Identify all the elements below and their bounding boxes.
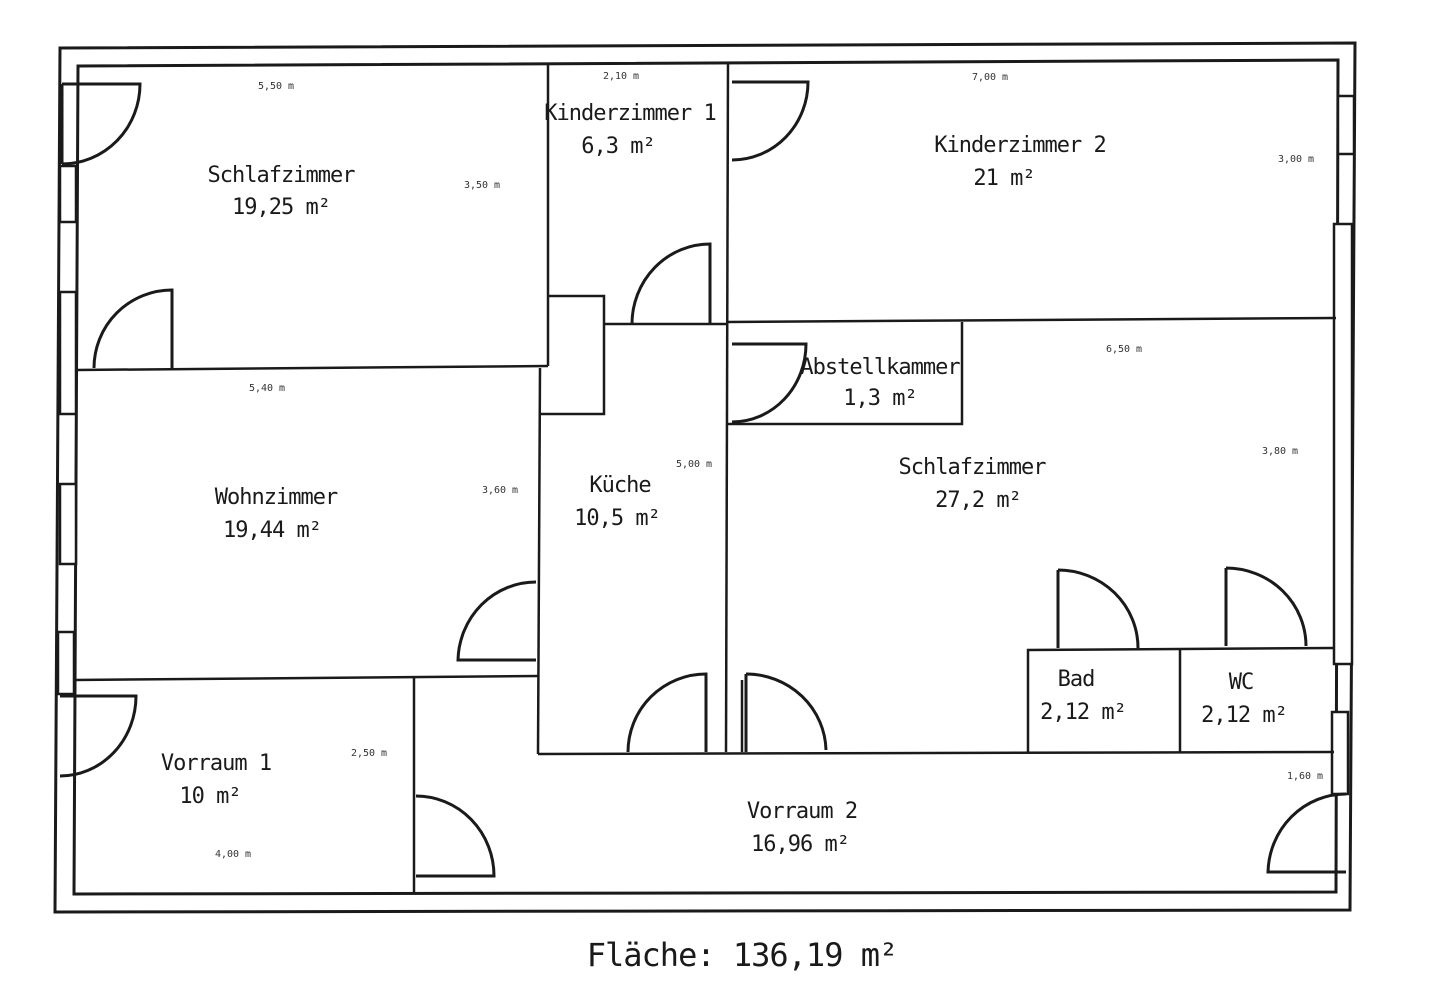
dimension-label: 3,00 m — [1278, 154, 1314, 165]
outer-walls — [53, 41, 1357, 914]
total-area: Fläche: 136,19 m² — [587, 936, 898, 974]
room-name: Schlafzimmer — [208, 163, 356, 188]
window — [56, 630, 76, 696]
room-area: 19,44 m² — [223, 518, 321, 543]
door — [415, 794, 496, 878]
interior-walls — [73, 61, 1337, 892]
window — [1330, 710, 1350, 796]
door — [630, 242, 712, 325]
room-vorraum-1: Vorraum 1 10 m² 4,00 m 2,50 m — [161, 748, 387, 860]
window — [1336, 94, 1356, 156]
dimension-label: 5,50 m — [258, 81, 294, 92]
room-wc: WC 2,12 m² — [1201, 670, 1288, 728]
dimension-label: 2,50 m — [351, 748, 387, 759]
window — [58, 164, 78, 224]
room-bad: Bad 2,12 m² — [1040, 667, 1127, 725]
dimension-label: 7,00 m — [972, 72, 1008, 83]
room-area: 19,25 m² — [232, 195, 330, 220]
room-area: 6,3 m² — [581, 134, 654, 159]
room-area: 2,12 m² — [1201, 703, 1287, 728]
room-name: WC — [1229, 670, 1254, 695]
room-name: Küche — [589, 473, 650, 498]
door — [60, 82, 142, 166]
room-wohnzimmer: Wohnzimmer 19,44 m² 5,40 m 3,60 m — [215, 383, 518, 543]
room-name: Kinderzimmer 2 — [934, 133, 1105, 158]
room-name: Kinderzimmer 1 — [544, 101, 715, 126]
room-schlafzimmer-1: Schlafzimmer 19,25 m² 5,50 m 3,50 m — [208, 81, 501, 220]
dimension-label: 2,10 m — [603, 71, 639, 82]
window — [1332, 222, 1354, 666]
door — [626, 672, 708, 753]
room-kueche: Küche 10,5 m² 5,00 m — [574, 459, 712, 531]
door — [744, 672, 828, 752]
room-area: 2,12 m² — [1040, 700, 1126, 725]
room-abstellkammer: Abstellkammer 1,3 m² — [800, 355, 961, 411]
room-area: 21 m² — [973, 166, 1034, 191]
window — [58, 290, 78, 416]
door — [1266, 792, 1347, 874]
left-windows — [56, 164, 78, 696]
dimension-label: 6,50 m — [1106, 344, 1142, 355]
door — [731, 342, 808, 424]
room-area: 16,96 m² — [751, 832, 849, 857]
room-area: 10,5 m² — [574, 506, 660, 531]
window — [58, 482, 78, 566]
doors — [59, 80, 1347, 878]
room-area: 10 m² — [179, 784, 240, 809]
room-name: Schlafzimmer — [899, 455, 1047, 480]
dimension-label: 5,00 m — [676, 459, 712, 470]
door — [1224, 566, 1308, 647]
room-kinderzimmer-2: Kinderzimmer 2 21 m² 7,00 m 3,00 m — [934, 72, 1314, 191]
room-name: Abstellkammer — [800, 355, 960, 380]
dimension-label: 3,50 m — [464, 180, 500, 191]
door — [456, 580, 537, 662]
room-area: 27,2 m² — [935, 488, 1021, 513]
room-area: 1,3 m² — [843, 386, 916, 411]
door — [59, 694, 138, 778]
room-name: Vorraum 1 — [161, 751, 271, 776]
room-name: Bad — [1058, 667, 1095, 692]
dimension-label: 3,60 m — [482, 485, 518, 496]
room-kinderzimmer-1: Kinderzimmer 1 6,3 m² 2,10 m — [544, 71, 716, 159]
room-name: Wohnzimmer — [215, 485, 338, 510]
dimension-label: 4,00 m — [215, 849, 251, 860]
right-windows — [1330, 94, 1356, 796]
door — [731, 80, 810, 162]
dimension-label: 3,80 m — [1262, 446, 1298, 457]
room-schlafzimmer-2: Schlafzimmer 27,2 m² 6,50 m 3,80 m — [899, 344, 1299, 513]
door — [1056, 568, 1140, 649]
dimension-label: 1,60 m — [1287, 771, 1323, 782]
dimension-label: 5,40 m — [249, 383, 285, 394]
door — [92, 288, 174, 369]
room-name: Vorraum 2 — [747, 799, 857, 824]
room-vorraum-2: Vorraum 2 16,96 m² 1,60 m — [747, 771, 1323, 857]
